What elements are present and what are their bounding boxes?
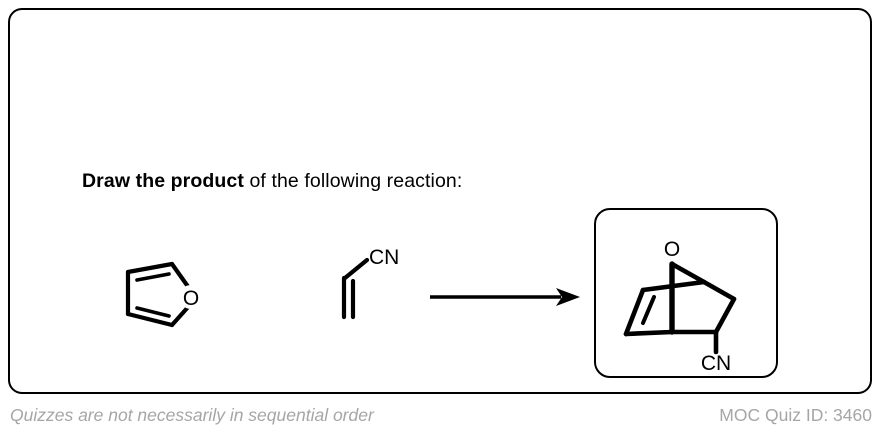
- arrow-head: [556, 288, 580, 306]
- reaction-arrow: [428, 282, 583, 312]
- footer-quiz-id: MOC Quiz ID: 3460: [719, 405, 872, 425]
- prompt-emphasis: Draw the product: [82, 170, 244, 192]
- acrylonitrile-structure: CN: [315, 238, 425, 333]
- prompt-rest: of the following reaction:: [243, 170, 463, 192]
- bond-c3-c2: [125, 261, 175, 275]
- bond-c5-o: [169, 303, 192, 328]
- product-cn-label: CN: [701, 352, 731, 370]
- footer: Quizzes are not necessarily in sequentia…: [0, 401, 884, 434]
- o-label-backdrop: [179, 285, 203, 309]
- bond-frontbridgehead-alkene1: [623, 329, 675, 337]
- bond-ch2-chcn: [713, 296, 737, 335]
- acrylonitrile-cn-label: CN: [369, 246, 399, 269]
- bond-alkene1-alkene2: [623, 287, 646, 337]
- double-bond-inner-bottom: [135, 306, 171, 318]
- question-prompt: Draw the product of the following reacti…: [82, 170, 462, 193]
- bond-c-cn: [342, 257, 370, 281]
- quiz-card: Draw the product of the following reacti…: [8, 8, 872, 394]
- product-o-backdrop: [659, 235, 685, 261]
- product-answer-box: O CN: [594, 208, 778, 378]
- bond-backbridgehead-ch2: [701, 279, 737, 302]
- double-bond-inner-top: [135, 272, 171, 282]
- bond-o-backbridgehead: [669, 261, 707, 285]
- product-structure: O CN: [606, 224, 770, 375]
- bond-c4-c5: [125, 311, 175, 328]
- product-alkene-inner-line: [641, 295, 656, 325]
- furan-oxygen-label: O: [183, 287, 199, 310]
- footer-note: Quizzes are not necessarily in sequentia…: [10, 405, 374, 425]
- product-oxygen-label: O: [664, 238, 680, 261]
- bond-c2-o: [169, 261, 192, 291]
- furan-structure: O: [115, 255, 225, 335]
